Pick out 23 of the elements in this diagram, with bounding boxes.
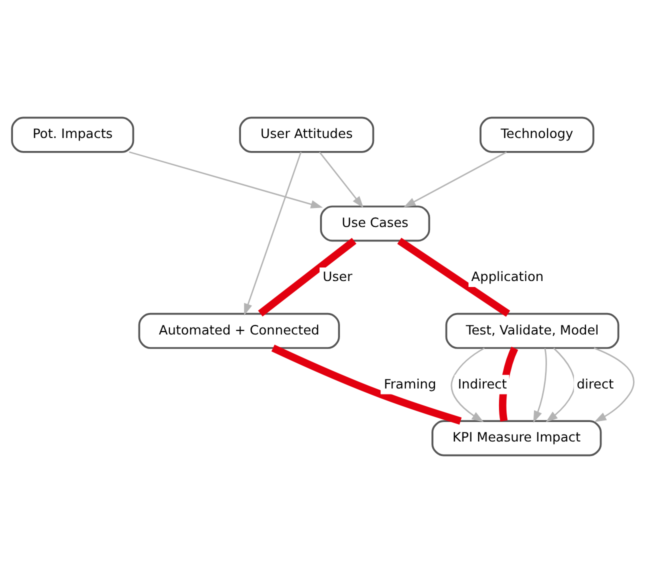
connector: [271, 344, 462, 425]
node-box: Test, Validate, Model: [445, 312, 620, 349]
connector: [499, 346, 518, 422]
node-box: Technology: [480, 116, 594, 153]
arrow: [450, 348, 485, 422]
edge-label: Indirect: [458, 377, 507, 392]
edge-label: User: [322, 270, 352, 286]
arrow: [594, 347, 634, 422]
edge-label: direct: [576, 377, 614, 392]
arrow: [244, 152, 302, 316]
node-box: User Attitudes: [239, 116, 374, 153]
node-box: Use Cases: [320, 206, 430, 242]
node-box: KPI Measure Impact: [432, 420, 602, 456]
node-box: Automated + Connected: [138, 312, 340, 349]
arrow: [128, 151, 323, 208]
arrow: [533, 348, 547, 423]
edge-label: Application: [471, 270, 544, 286]
arrow: [546, 348, 576, 422]
node-box: Pot. Impacts: [11, 116, 134, 153]
connector: [397, 238, 510, 317]
arrow: [318, 152, 364, 208]
edge-label: Framing: [384, 377, 436, 392]
arrow: [404, 151, 507, 208]
